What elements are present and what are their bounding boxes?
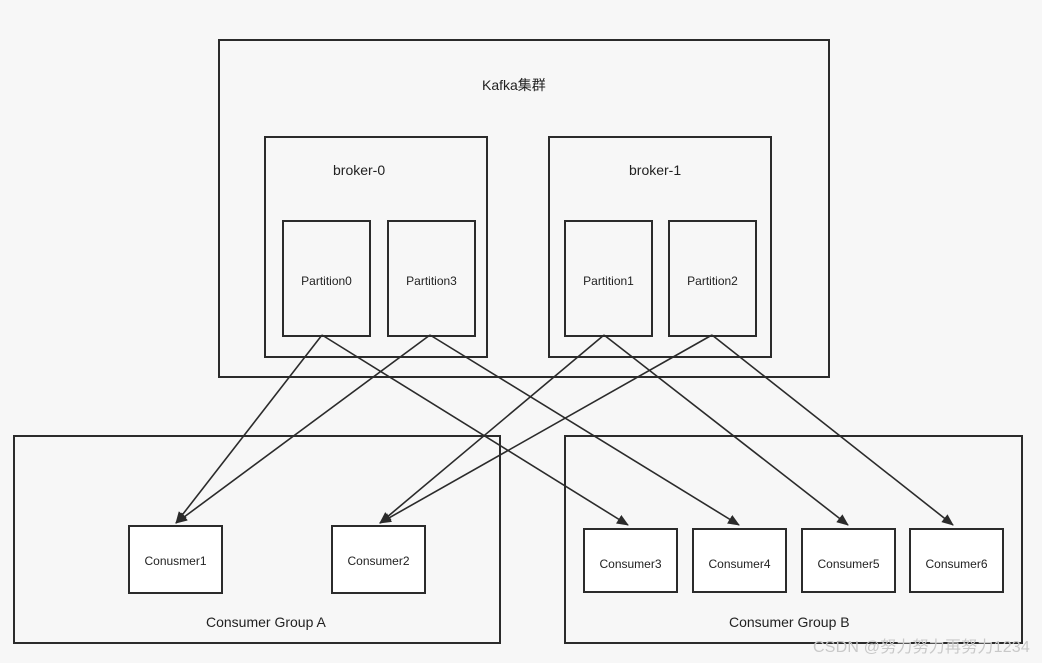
- consumer-4-box: Consumer4: [692, 528, 787, 593]
- partition-3-box: Partition3: [387, 220, 476, 337]
- broker-1-title: broker-1: [629, 162, 682, 178]
- arrow-partition3-to-consumer4: [429, 334, 740, 526]
- arrow-partition2-to-consumer2: [379, 334, 713, 524]
- partition-2-box: Partition2: [668, 220, 757, 337]
- consumer-group-b-box: Consumer3 Consumer4 Consumer5 Consumer6 …: [564, 435, 1023, 644]
- arrow-partition1-to-consumer2: [379, 334, 605, 524]
- broker-0-box: broker-0 Partition0 Partition3: [264, 136, 488, 358]
- partition-0-box: Partition0: [282, 220, 371, 337]
- arrow-partition2-to-consumer6: [711, 334, 954, 526]
- consumer-group-a-box: Conusmer1 Consumer2 Consumer Group A: [13, 435, 501, 644]
- consumer-4-label: Consumer4: [708, 557, 771, 571]
- arrow-partition1-to-consumer5: [603, 334, 849, 526]
- kafka-cluster-box: Kafka集群 broker-0 Partition0 Partition3 b…: [218, 39, 830, 378]
- consumer-1-box: Conusmer1: [128, 525, 223, 594]
- arrow-partition0-to-consumer3: [321, 334, 629, 526]
- cluster-title: Kafka集群: [482, 77, 546, 93]
- partition-1-box: Partition1: [564, 220, 653, 337]
- consumer-6-box: Consumer6: [909, 528, 1004, 593]
- partition-0-label: Partition0: [301, 274, 352, 288]
- consumer-3-box: Consumer3: [583, 528, 678, 593]
- arrow-partition0-to-conusmer1: [175, 334, 323, 524]
- broker-1-box: broker-1 Partition1 Partition2: [548, 136, 772, 358]
- consumer-5-label: Consumer5: [817, 557, 880, 571]
- consumer-2-box: Consumer2: [331, 525, 426, 594]
- group-b-title: Consumer Group B: [729, 614, 850, 630]
- watermark-text: CSDN @努力努力再努力1234: [812, 639, 1030, 656]
- consumer-5-box: Consumer5: [801, 528, 896, 593]
- arrow-partition3-to-conusmer1: [175, 334, 431, 524]
- partition-3-label: Partition3: [406, 274, 457, 288]
- consumer-3-label: Consumer3: [599, 557, 662, 571]
- broker-0-title: broker-0: [333, 162, 386, 178]
- partition-1-label: Partition1: [583, 274, 634, 288]
- consumer-1-label: Conusmer1: [144, 554, 207, 568]
- consumer-2-label: Consumer2: [347, 554, 410, 568]
- group-a-title: Consumer Group A: [206, 614, 326, 630]
- partition-2-label: Partition2: [687, 274, 738, 288]
- consumer-6-label: Consumer6: [925, 557, 988, 571]
